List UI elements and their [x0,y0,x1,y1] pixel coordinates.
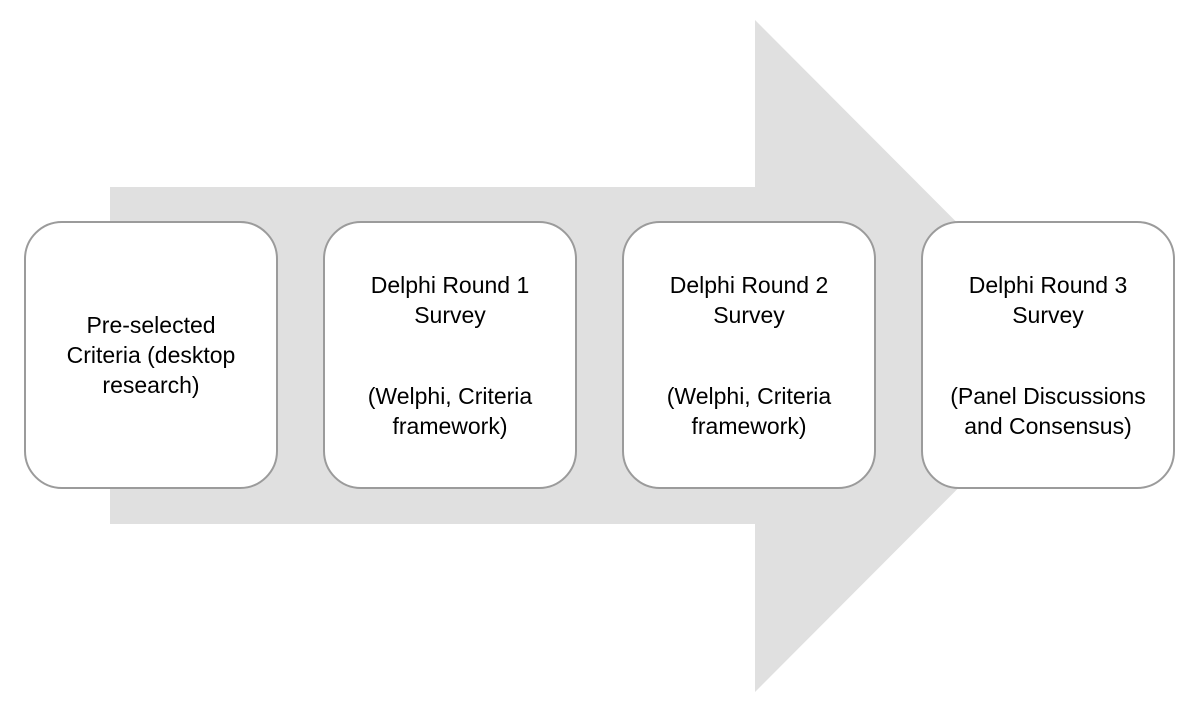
step-2-title-line-1: Delphi Round 1 [370,271,530,298]
step-2-detail-line-2: framework) [392,412,508,439]
step-box-preselected-criteria: Pre-selected Criteria (desktop research) [24,221,278,489]
step-1-title-line-3: research) [102,372,200,398]
process-arrow-shape [110,20,1090,692]
step-3-detail-line-1: (Welphi, Criteria [666,382,832,409]
step-1-title-line-2: Criteria (desktop [66,342,236,368]
step-3-detail-line-2: framework) [691,412,807,439]
step-1-title-line-1: Pre-selected [86,312,216,338]
step-3-title-line-2: Survey [713,301,785,328]
step-4-title-line-2: Survey [1012,301,1084,328]
step-box-delphi-round-1: Delphi Round 1 Survey (Welphi, Criteria … [323,221,577,489]
step-4-title-line-1: Delphi Round 3 [968,271,1128,298]
step-4-detail-line-1: (Panel Discussions [950,382,1146,409]
step-2-detail-line-1: (Welphi, Criteria [367,382,533,409]
step-2-title-line-2: Survey [414,301,486,328]
step-3-title-line-1: Delphi Round 2 [669,271,829,298]
step-box-delphi-round-3: Delphi Round 3 Survey (Panel Discussions… [921,221,1175,489]
step-box-delphi-round-2: Delphi Round 2 Survey (Welphi, Criteria … [622,221,876,489]
step-4-detail-line-2: and Consensus) [964,412,1132,439]
